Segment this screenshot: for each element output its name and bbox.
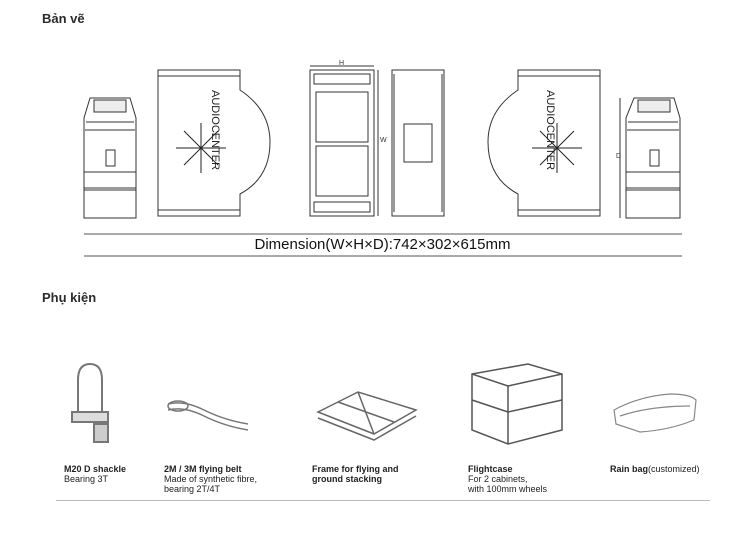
accessories-row: M20 D shackle Bearing 3T 2M / 3M flying … — [56, 360, 710, 502]
accessory-name-suffix: (customized) — [648, 464, 700, 474]
section-title-drawing: Bản vẽ — [42, 11, 85, 26]
accessory-item-flightcase: Flightcase For 2 cabinets, with 100mm wh… — [468, 464, 547, 494]
shackle-icon — [64, 360, 114, 450]
accessory-item-rain-bag: Rain bag(customized) — [610, 464, 700, 474]
accessory-desc: Bearing 3T — [64, 474, 109, 484]
accessory-item-frame: Frame for flying and ground stacking — [312, 464, 399, 484]
starburst-logo-left — [176, 123, 226, 173]
accessory-item-shackle: M20 D shackle Bearing 3T — [64, 464, 126, 484]
front-view-right — [487, 69, 601, 217]
section-title-accessories: Phụ kiện — [42, 290, 97, 305]
side-view-right — [619, 97, 681, 219]
drawing-views: AUDIOCENTER AUDIOCENTER H W D — [83, 60, 682, 257]
accessory-name: Flightcase — [468, 464, 513, 474]
flying-belt-icon — [164, 360, 254, 450]
dim-label-h: H — [339, 60, 344, 67]
accessory-desc: with 100mm wheels — [468, 484, 548, 494]
dim-label-w: W — [380, 137, 387, 144]
flightcase-icon — [468, 360, 568, 450]
back-view — [391, 69, 445, 217]
accessory-desc: Made of synthetic fibre, — [164, 474, 258, 484]
divider — [56, 500, 710, 501]
grille-view — [309, 65, 379, 217]
accessory-item-flying-belt: 2M / 3M flying belt Made of synthetic fi… — [164, 464, 257, 494]
front-view-left — [157, 69, 271, 217]
accessory-desc: bearing 2T/4T — [164, 484, 221, 494]
dim-label-d: D — [616, 153, 621, 160]
accessory-name: Rain bag — [610, 464, 649, 474]
accessory-name-line2: ground stacking — [312, 474, 383, 484]
dimension-text: Dimension(W×H×D):742×302×615mm — [254, 236, 511, 253]
frame-icon — [312, 360, 422, 450]
technical-drawing: AUDIOCENTER AUDIOCENTER H W D Dimension(… — [80, 60, 685, 260]
side-view-left — [83, 97, 137, 219]
accessory-name: Frame for flying and — [312, 464, 399, 474]
accessory-name: 2M / 3M flying belt — [164, 464, 242, 474]
accessory-desc: For 2 cabinets, — [468, 474, 528, 484]
starburst-logo-right — [532, 123, 582, 173]
brand-label-right: AUDIOCENTER — [544, 90, 556, 170]
accessory-name: M20 D shackle — [64, 464, 127, 474]
rain-bag-icon — [610, 360, 700, 450]
brand-label-left: AUDIOCENTER — [209, 90, 221, 170]
